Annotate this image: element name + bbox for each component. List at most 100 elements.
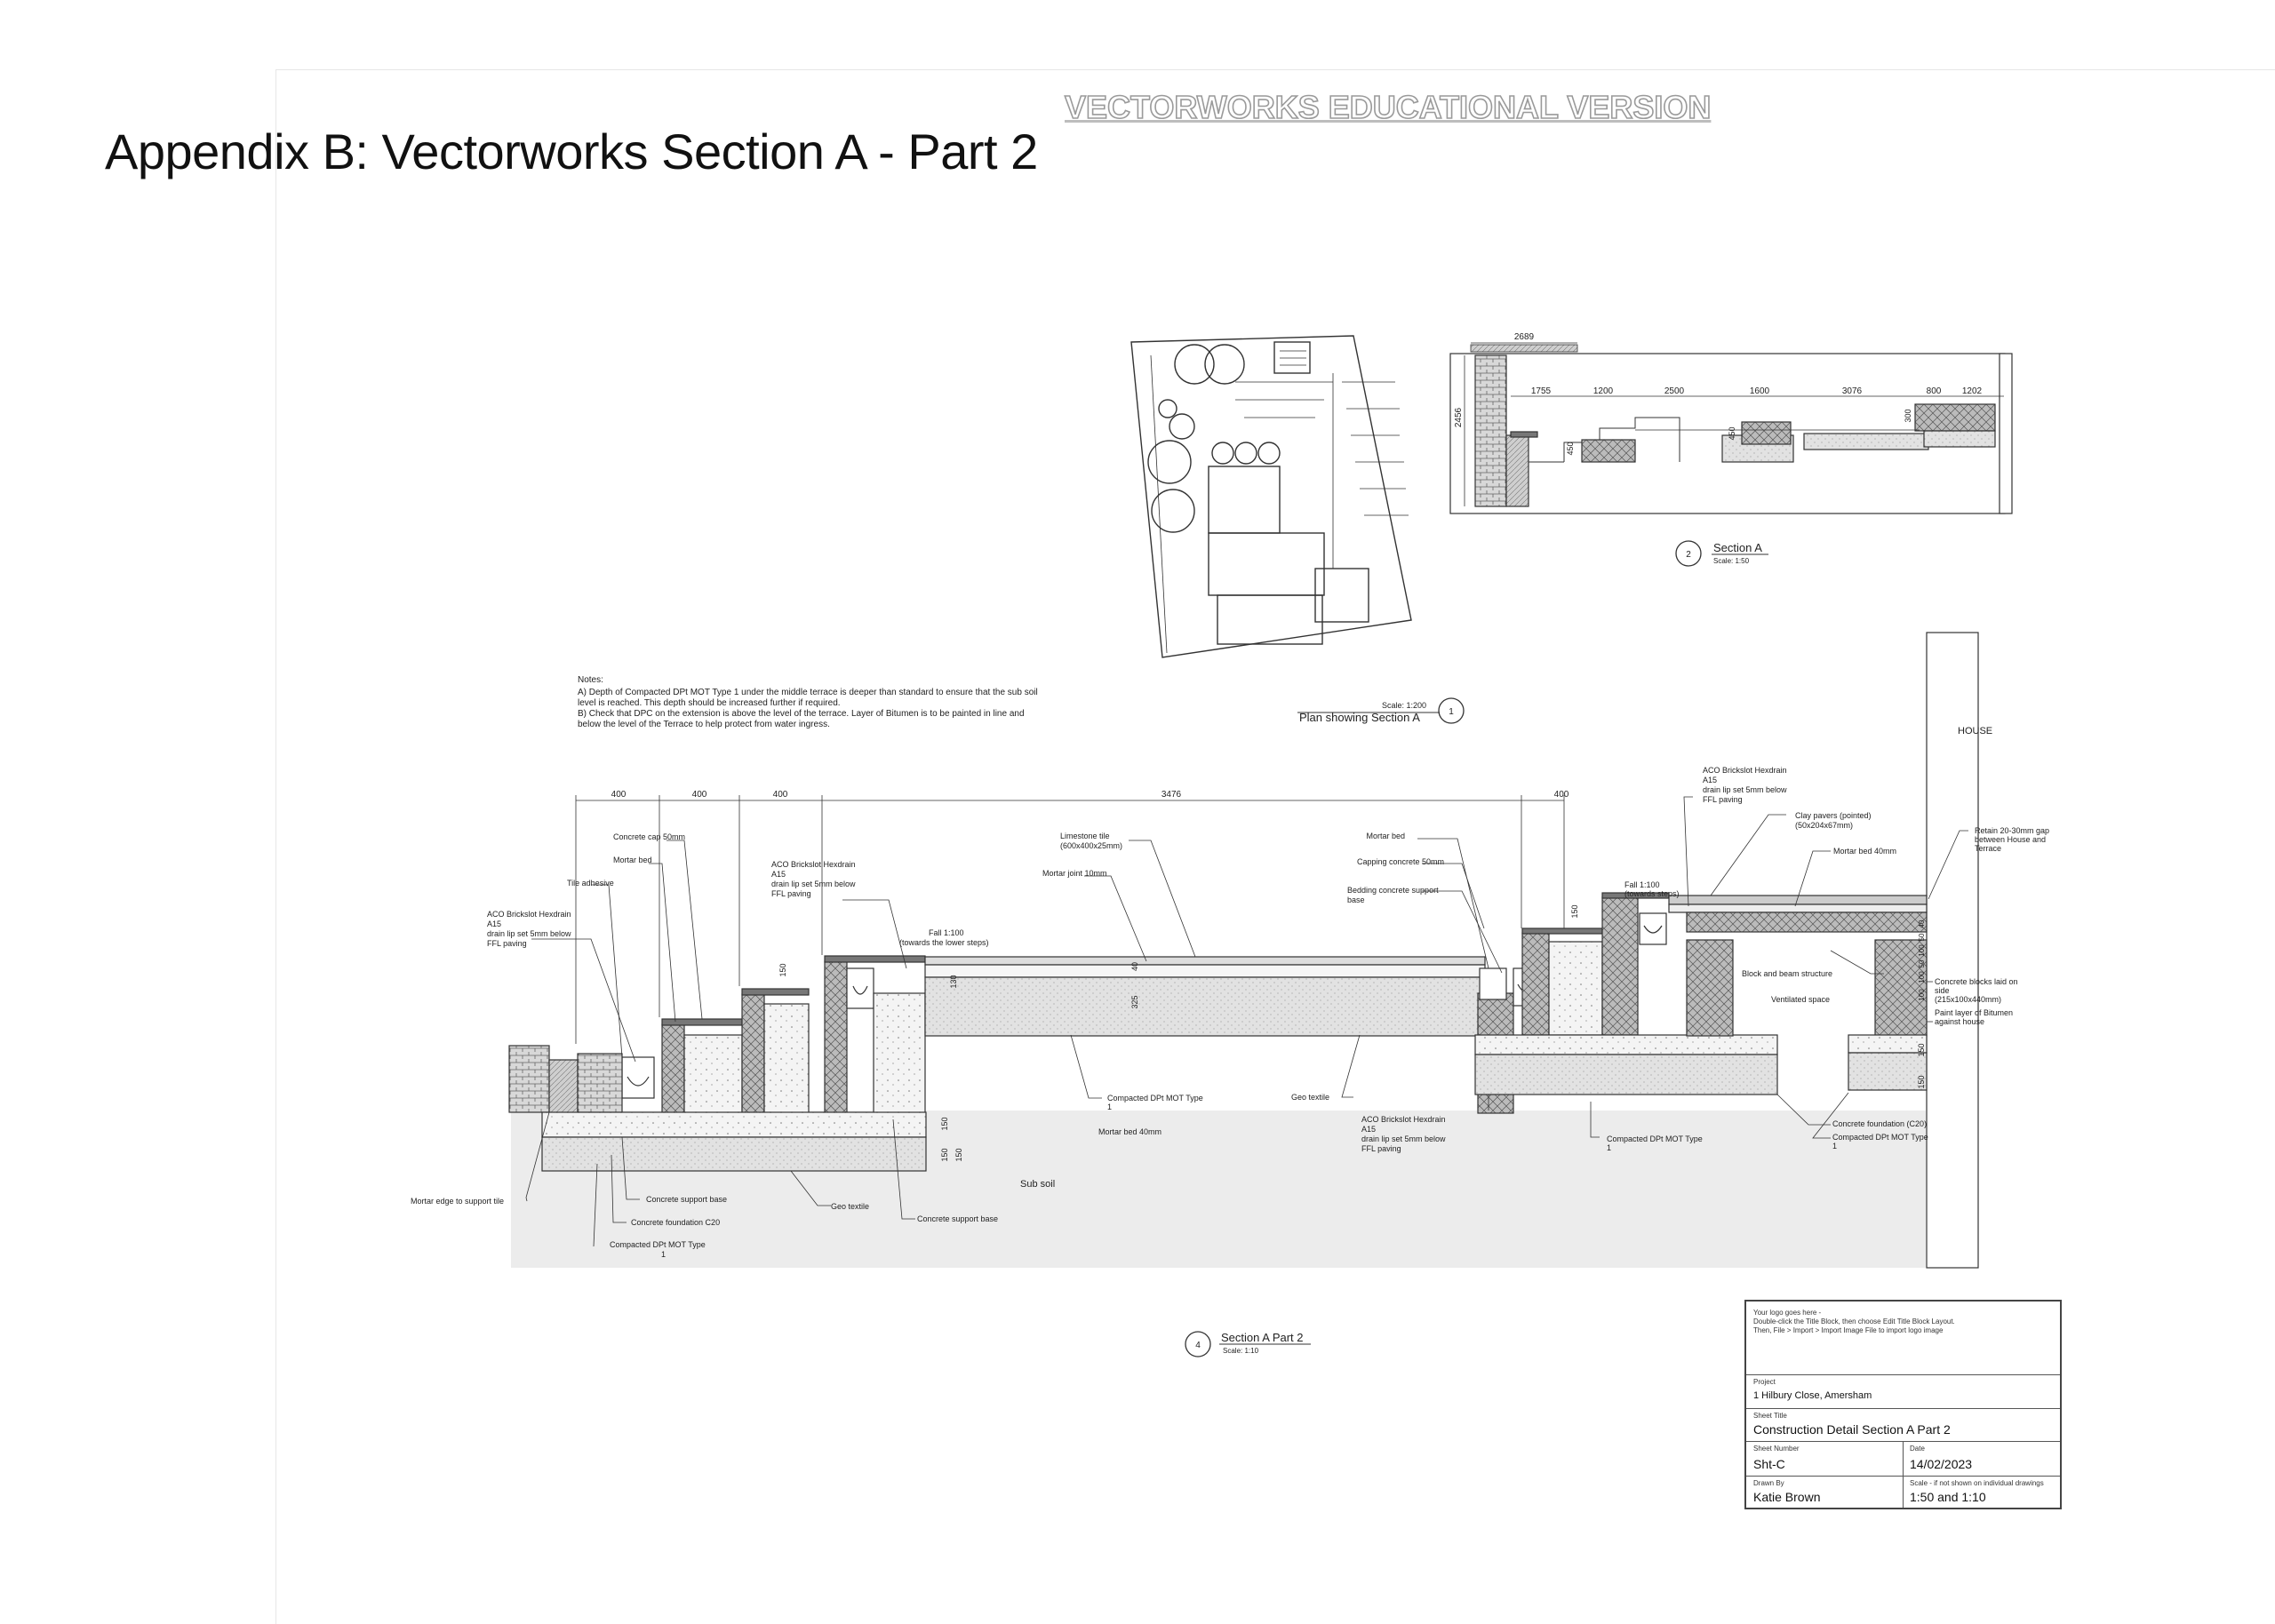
label-compacted-mid-1: Compacted DPt MOT Type (1107, 1094, 1203, 1103)
notes-line-1: A) Depth of Compacted DPt MOT Type 1 und… (578, 688, 1038, 697)
label-compacted-right-2: 1 (1607, 1143, 1611, 1152)
dim-150b: 150 (940, 1117, 949, 1130)
section-a-dimensions: 2689 1755 1200 2500 1600 3076 800 1202 2… (1454, 332, 2004, 506)
label-geo-textile-left: Geo textile (831, 1202, 869, 1211)
educational-watermark: VECTORWORKS EDUCATIONAL VERSION (1064, 88, 1712, 126)
tb-sheet-number: Sht-C (1753, 1457, 1785, 1471)
notes-line-2: level is reached. This depth should be i… (578, 698, 841, 708)
section-a-part2-scale: Scale: 1:10 (1223, 1347, 1259, 1355)
label-aco-tr-3: drain lip set 5mm below (1703, 785, 1787, 794)
page-title: Appendix B: Vectorworks Section A - Part… (105, 123, 1038, 179)
label-fall-left-1: Fall 1:100 (929, 928, 964, 937)
label-compacted-mid-2: 1 (1107, 1103, 1112, 1111)
dim-stack-1: 40 (1918, 919, 1926, 927)
label-concrete-foundation-right: Concrete foundation (C20) (1832, 1119, 1927, 1128)
site-plan (1130, 335, 1412, 658)
label-bitumen-2: against house (1935, 1017, 1984, 1026)
label-geo-textile-mid: Geo textile (1291, 1093, 1329, 1102)
dim-40: 40 (1130, 962, 1139, 971)
title-block: Your logo goes here - Double-click the T… (1744, 1300, 2062, 1509)
label-house: HOUSE (1958, 726, 1992, 736)
section-a-part2-title: Section A Part 2 (1221, 1331, 1304, 1344)
logo-line-1: Your logo goes here - (1753, 1309, 1822, 1317)
label-aco-mid-4: FFL paving (771, 889, 811, 898)
detail-top-dimensions (575, 795, 1565, 1044)
label-clay-pavers-2: (50x204x67mm) (1795, 821, 1853, 830)
annotations: Concrete cap 50mm Mortar bed Tile adhesi… (411, 726, 2049, 1259)
label-aco-left-3: drain lip set 5mm below (487, 929, 571, 938)
section-a-part2-number: 4 (1195, 1341, 1201, 1350)
sa-dim-2: 1200 (1593, 386, 1614, 396)
tb-sheet-title: Construction Detail Section A Part 2 (1753, 1422, 1951, 1437)
label-compacted-right-1: Compacted DPt MOT Type (1607, 1134, 1703, 1143)
label-capping-concrete: Capping concrete 50mm (1357, 857, 1444, 866)
notes-line-4: below the level of the Terrace to help p… (578, 720, 830, 729)
plan-caption: 1 Plan showing Section A Scale: 1:200 (1297, 697, 1465, 724)
label-fall-right-2: (towards steps) (1624, 889, 1680, 898)
tb-scale-label: Scale - if not shown on individual drawi… (1910, 1479, 2044, 1487)
sa-dim-h1: 450 (1566, 442, 1575, 455)
tb-divider-drawn (1746, 1476, 2060, 1477)
label-retain-1: Retain 20-30mm gap (1975, 826, 2049, 835)
label-mortar-bed-right: Mortar bed (1366, 832, 1405, 840)
label-aco-left-1: ACO Brickslot Hexdrain (487, 910, 571, 919)
dim-stack-5: 100 (1918, 971, 1926, 983)
plan-title: Plan showing Section A (1299, 711, 1420, 724)
sa-dim-1: 1755 (1531, 386, 1552, 396)
label-mortar-bed-40-mid: Mortar bed 40mm (1098, 1127, 1161, 1136)
label-mortar-joint: Mortar joint 10mm (1042, 869, 1107, 878)
logo-line-2: Double-click the Title Block, then choos… (1753, 1318, 1955, 1325)
notes-block: Notes: A) Depth of Compacted DPt MOT Typ… (578, 675, 1038, 729)
dim-stack-3: 100 (1918, 944, 1926, 957)
section-a-number: 2 (1686, 550, 1691, 560)
tb-date-label: Date (1910, 1445, 1925, 1453)
sa-dim-7: 1202 (1962, 386, 1983, 396)
label-compacted-left-2: 1 (661, 1250, 666, 1259)
label-concrete-foundation-left: Concrete foundation C20 (631, 1218, 720, 1227)
sa-dim-top: 2689 (1514, 332, 1535, 342)
tb-divider-sheet-title (1746, 1408, 2060, 1409)
label-concrete-support-mid: Concrete support base (917, 1214, 998, 1223)
label-tile-adhesive: Tile adhesive (567, 879, 614, 888)
label-aco-tr-4: FFL paving (1703, 795, 1743, 804)
sa-dim-5: 3076 (1842, 386, 1863, 396)
plan-scale: Scale: 1:200 (1382, 701, 1426, 710)
sa-dim-6: 800 (1927, 386, 1942, 396)
label-limestone-2: (600x400x25mm) (1060, 841, 1122, 850)
dim-stack-4: 50 (1918, 959, 1926, 967)
leader-lines (525, 796, 1968, 1247)
dim-325: 325 (1130, 995, 1139, 1008)
label-aco-bottom-3: drain lip set 5mm below (1361, 1134, 1446, 1143)
tb-sheet-title-label: Sheet Title (1753, 1412, 1787, 1420)
tb-divider-project (1746, 1374, 2060, 1375)
dim-150f: 150 (1917, 1075, 1926, 1088)
label-aco-bottom-4: FFL paving (1361, 1144, 1401, 1153)
plan-number: 1 (1449, 707, 1454, 717)
sheet-border (275, 69, 2275, 1624)
tb-sheet-number-label: Sheet Number (1753, 1445, 1800, 1453)
label-aco-left-2: A15 (487, 919, 501, 928)
label-aco-bottom-1: ACO Brickslot Hexdrain (1361, 1115, 1446, 1124)
label-aco-mid-2: A15 (771, 870, 786, 879)
label-mortar-bed-left: Mortar bed (613, 856, 652, 864)
label-retain-3: Terrace (1975, 844, 2001, 853)
label-bitumen-1: Paint layer of Bitumen (1935, 1008, 2013, 1017)
dim-top-5: 400 (1554, 790, 1569, 800)
label-concrete-blocks-3: (215x100x440mm) (1935, 995, 2001, 1004)
section-a-caption: 2 Section A Scale: 1:50 (1675, 540, 1768, 567)
tb-drawn-by-label: Drawn By (1753, 1479, 1784, 1487)
label-compacted-far-right-2: 1 (1832, 1142, 1837, 1150)
logo-line-3: Then, File > Import > Import Image File … (1753, 1326, 1944, 1334)
label-aco-bottom-2: A15 (1361, 1125, 1376, 1134)
label-concrete-blocks-1: Concrete blocks laid on (1935, 977, 2018, 986)
label-concrete-blocks-2: side (1935, 986, 1950, 995)
dim-150g: 150 (954, 1148, 963, 1161)
dim-stack-6: 100 (1918, 989, 1926, 1001)
tb-scale: 1:50 and 1:10 (1910, 1490, 1986, 1504)
label-retain-2: between House and (1975, 835, 2046, 844)
section-a-scale: Scale: 1:50 (1713, 557, 1750, 565)
label-fall-left-2: (towards the lower steps) (899, 938, 989, 947)
tb-drawn-by: Katie Brown (1753, 1490, 1821, 1504)
sa-dim-h2: 450 (1728, 426, 1736, 440)
section-a-title: Section A (1713, 541, 1762, 554)
